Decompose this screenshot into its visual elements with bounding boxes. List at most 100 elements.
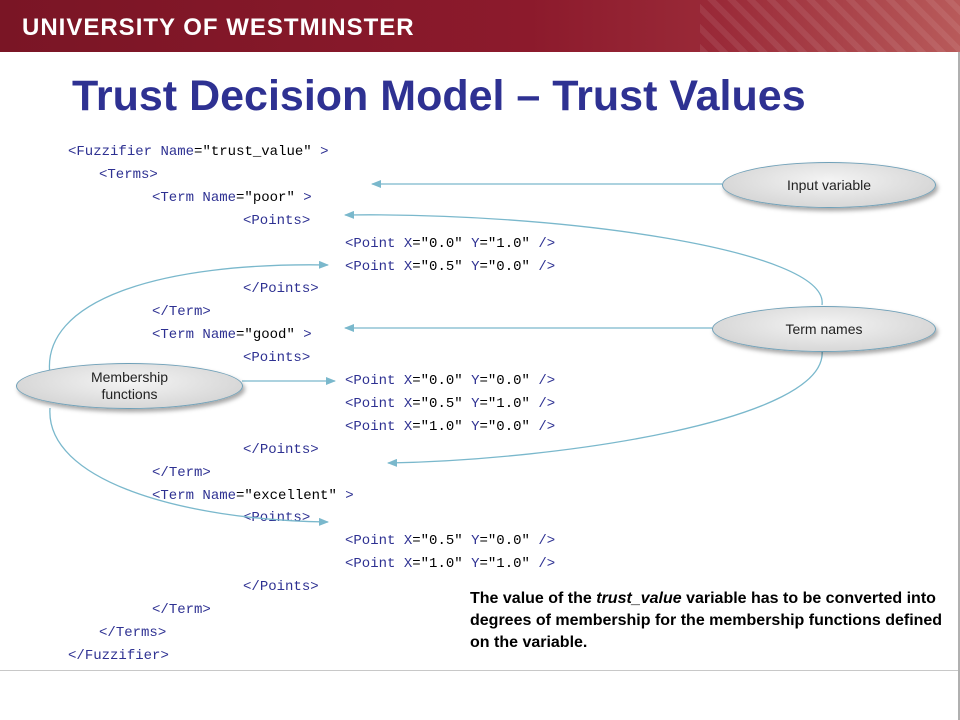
xml-attr-name: Name <box>202 487 237 504</box>
xml-bracket: > <box>202 602 211 618</box>
note-text-end: variable has to be converted into degree… <box>470 590 943 651</box>
xml-line: <Point X="1.0" Y="1.0" /> <box>345 554 555 574</box>
xml-bracket: </ <box>243 579 260 596</box>
xml-line: <Point X="0.5" Y="0.0" /> <box>345 531 555 551</box>
xml-equals: =" <box>236 327 253 344</box>
xml-line: </Points> <box>243 279 319 299</box>
xml-equals: =" <box>412 373 430 389</box>
xml-attr-name: Y <box>471 556 480 573</box>
xml-attr-value: 0.5 <box>429 258 455 275</box>
xml-attr-name: X <box>403 373 413 389</box>
xml-tag-name: Term <box>168 602 203 618</box>
xml-quote: " <box>521 395 530 412</box>
xml-quote: " <box>521 556 530 573</box>
university-banner: UNIVERSITY OF WESTMINSTER <box>0 0 960 52</box>
explanation-note: The value of the trust_value variable ha… <box>470 588 950 654</box>
xml-tag-name: Point <box>353 235 396 252</box>
xml-attr-value: 0.5 <box>429 395 455 412</box>
xml-attr-name: Y <box>471 418 480 435</box>
xml-attr-value: 0.0 <box>496 258 522 275</box>
xml-bracket: > <box>311 144 329 160</box>
xml-line: </Term> <box>152 302 211 322</box>
xml-attr-name: X <box>403 418 413 435</box>
xml-tag-name: Term <box>168 464 203 481</box>
xml-attr-name: Y <box>471 235 480 252</box>
xml-bracket: > <box>301 510 311 527</box>
xml-line: <Point X="0.5" Y="0.0" /> <box>345 257 555 277</box>
xml-attr-name: Y <box>471 395 480 412</box>
xml-line: <Points> <box>243 211 310 231</box>
xml-bracket: > <box>160 647 169 664</box>
xml-bracket: < <box>243 212 252 229</box>
xml-attr-value: 0.5 <box>429 533 455 550</box>
callout-term-names: Term names <box>712 306 936 352</box>
xml-bracket: < <box>345 418 354 435</box>
slide-title: Trust Decision Model – Trust Values <box>72 72 806 120</box>
xml-bracket: /> <box>529 418 556 435</box>
xml-bracket: /> <box>529 373 556 389</box>
xml-bracket: < <box>345 395 354 412</box>
xml-attr-value: poor <box>252 189 287 206</box>
xml-attr-name: Name <box>160 144 195 160</box>
note-text-start: The value of the <box>470 590 597 607</box>
xml-bracket: </ <box>152 602 169 618</box>
xml-bracket: > <box>294 327 312 344</box>
xml-quote: " <box>454 235 463 252</box>
xml-line: <Point X="0.0" Y="1.0" /> <box>345 234 555 254</box>
xml-attr-name: X <box>403 395 413 412</box>
xml-equals: =" <box>479 373 497 389</box>
xml-tag-name: Term <box>168 304 203 321</box>
xml-attr-value: 1.0 <box>429 556 455 573</box>
xml-bracket: < <box>243 350 252 367</box>
xml-tag-name: Term <box>160 189 195 206</box>
note-variable-name: trust_value <box>596 590 682 607</box>
xml-attr-value: 1.0 <box>496 235 522 252</box>
slide-frame <box>0 52 960 720</box>
xml-bracket: > <box>301 212 311 229</box>
xml-attr-name: X <box>403 556 413 573</box>
xml-tag-name: Terms <box>115 624 158 641</box>
xml-bracket: > <box>157 624 167 641</box>
xml-bracket: > <box>310 579 319 596</box>
banner-decoration <box>700 0 960 52</box>
xml-attr-value: 0.0 <box>496 373 522 389</box>
xml-attr-value: 1.0 <box>496 395 522 412</box>
xml-bracket: < <box>345 533 354 550</box>
xml-line: <Point X="0.0" Y="0.0" /> <box>345 371 555 391</box>
xml-bracket: > <box>336 487 354 504</box>
xml-equals: =" <box>412 395 430 412</box>
callout-membership-functions: Membership functions <box>16 363 243 409</box>
xml-line: </Fuzzifier> <box>68 646 169 666</box>
footer-divider <box>0 670 958 671</box>
xml-tag-name: Fuzzifier <box>76 144 153 160</box>
xml-bracket: < <box>68 144 77 160</box>
xml-attr-name: Name <box>202 189 237 206</box>
xml-tag-name: Fuzzifier <box>84 647 161 664</box>
arrow-term-name-excellent <box>387 349 823 467</box>
xml-bracket: </ <box>68 647 85 664</box>
arrow-membership-poor <box>48 260 329 376</box>
xml-tag-name: Points <box>259 441 311 458</box>
xml-tag-name: Points <box>251 510 302 527</box>
xml-equals: =" <box>412 258 430 275</box>
xml-tag-name: Point <box>353 258 396 275</box>
university-name: UNIVERSITY OF WESTMINSTER <box>22 14 415 41</box>
xml-quote: " <box>521 418 530 435</box>
xml-bracket: </ <box>243 281 260 298</box>
xml-tag-name: Point <box>353 556 396 573</box>
xml-bracket: </ <box>99 624 116 641</box>
xml-equals: =" <box>479 533 497 550</box>
xml-quote: " <box>303 144 312 160</box>
xml-equals: =" <box>479 418 497 435</box>
xml-bracket: < <box>152 487 161 504</box>
xml-quote: " <box>286 327 295 344</box>
xml-quote: " <box>454 373 463 389</box>
xml-attr-name: X <box>403 235 413 252</box>
xml-tag-name: Point <box>353 533 396 550</box>
xml-line: </Points> <box>243 577 319 597</box>
xml-attr-value: 1.0 <box>496 556 522 573</box>
xml-attr-name: X <box>403 533 413 550</box>
xml-quote: " <box>454 533 463 550</box>
xml-line: <Fuzzifier Name="trust_value" > <box>68 142 329 162</box>
